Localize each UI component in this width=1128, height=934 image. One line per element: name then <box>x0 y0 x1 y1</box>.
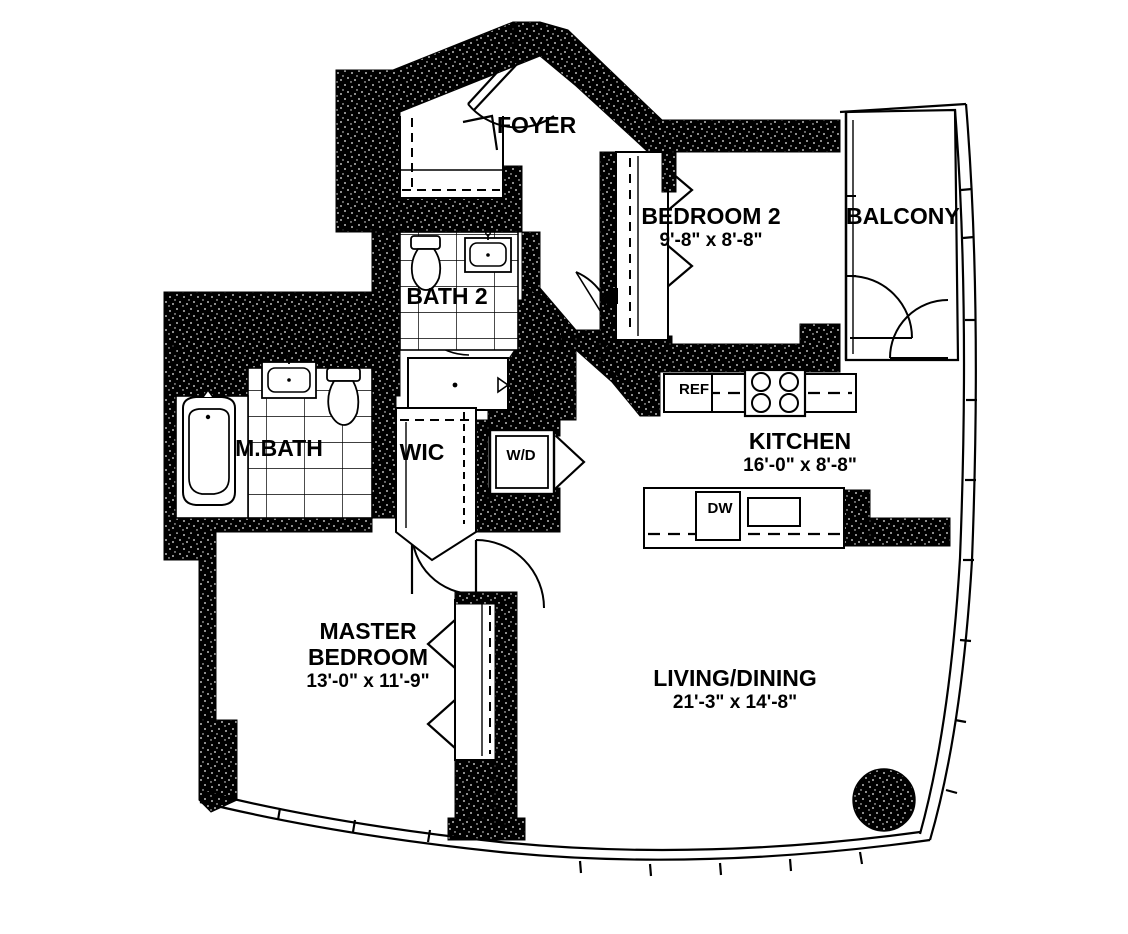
master-closet-wall-right <box>494 591 518 825</box>
window-mullion-b5 <box>578 860 583 874</box>
kitchen-counters <box>643 368 857 549</box>
wd-appliance-box <box>495 435 549 489</box>
tub-icon <box>182 388 236 506</box>
window-mullion-b8 <box>276 807 282 821</box>
wall-mbath-right <box>371 395 397 519</box>
window-mullion-r7 <box>959 638 972 643</box>
toilet-2-icon <box>326 367 361 426</box>
wall-bedroom2-bottom-right <box>659 323 841 373</box>
sink-1-icon <box>464 230 512 273</box>
window-mullion-r8 <box>954 718 967 724</box>
entry-door-frame <box>462 114 499 151</box>
bed2-closet-marker-2 <box>665 243 694 289</box>
foyer-closet-outline <box>399 116 504 199</box>
exterior-wall-bottom-outer <box>199 800 931 861</box>
foyer-closet <box>399 116 504 199</box>
wd-closet <box>488 428 556 496</box>
dishwasher-box <box>695 491 741 541</box>
corridor-door-leaf <box>575 271 613 331</box>
wall-nub-left <box>608 288 618 304</box>
appliance-label-ref: REF <box>679 381 709 398</box>
window-mullion-b6 <box>426 829 432 843</box>
exterior-wall-right-outer <box>928 103 977 841</box>
window-mullion-r2 <box>962 235 975 240</box>
bath2-fixtures <box>399 230 519 411</box>
kitchen-island <box>643 487 845 549</box>
entry-door-leaf <box>467 54 514 105</box>
exterior-wall-right-inner <box>918 109 966 835</box>
bedroom2-closet <box>615 151 677 341</box>
window-mullion-b2 <box>788 858 793 872</box>
bedroom2-closet-outline <box>615 151 669 341</box>
cooktop-icon <box>743 368 807 418</box>
wall-bedroom2-left <box>599 151 617 353</box>
window-mullion-b3 <box>718 862 723 876</box>
bedroom2-closet-topwall <box>661 151 677 193</box>
bath2-door-swing <box>521 285 564 349</box>
balcony-door-swing-1 <box>849 275 913 339</box>
master-door-swing <box>475 539 545 609</box>
wall-bedroom2-top <box>647 119 841 153</box>
kitchen-sink-icon <box>747 497 801 527</box>
corridor-door-swing <box>575 271 614 331</box>
shower-icon <box>407 357 510 411</box>
column-icon <box>852 768 916 832</box>
master-closet <box>454 591 518 825</box>
window-mullion-b1 <box>858 851 864 865</box>
window-mullion-b7 <box>351 819 357 833</box>
window-mullion-b4 <box>648 863 653 877</box>
wall-bedroom2-lower-diag <box>599 351 673 379</box>
refrigerator-box <box>663 373 713 413</box>
master-closet-marker-2 <box>426 699 456 749</box>
master-closet-wall-top <box>454 591 518 605</box>
exterior-wall-bottom-inner <box>203 790 921 852</box>
wall-entry-jamb <box>512 21 541 57</box>
wd-closet-marker <box>555 435 586 489</box>
balcony-door-swing-2 <box>889 299 949 359</box>
entry-door-leaf-2 <box>473 61 520 111</box>
toilet-1-icon <box>410 235 442 291</box>
mbath-fixtures <box>175 353 373 519</box>
master-closet-marker-1 <box>426 619 456 669</box>
wall-master-left-exterior <box>198 559 217 721</box>
sink-2-icon <box>261 353 317 399</box>
wall-mbath-bottom <box>175 517 373 533</box>
entry-door-swing <box>467 103 555 129</box>
appliance-label-dw: DW <box>707 500 733 517</box>
window-mullion-r9 <box>945 788 958 795</box>
appliance-label-wd: W/D <box>506 447 536 464</box>
wic-closet <box>395 407 477 562</box>
wall-closet-jog <box>502 165 523 233</box>
window-mullion-r1 <box>960 187 973 192</box>
balcony-area <box>844 108 960 362</box>
wall-foyer-closet-left <box>335 199 401 231</box>
wic-outline <box>395 407 477 562</box>
wall-master-left-exterior-b <box>198 719 238 813</box>
wall-left-exterior-tub <box>163 345 177 397</box>
